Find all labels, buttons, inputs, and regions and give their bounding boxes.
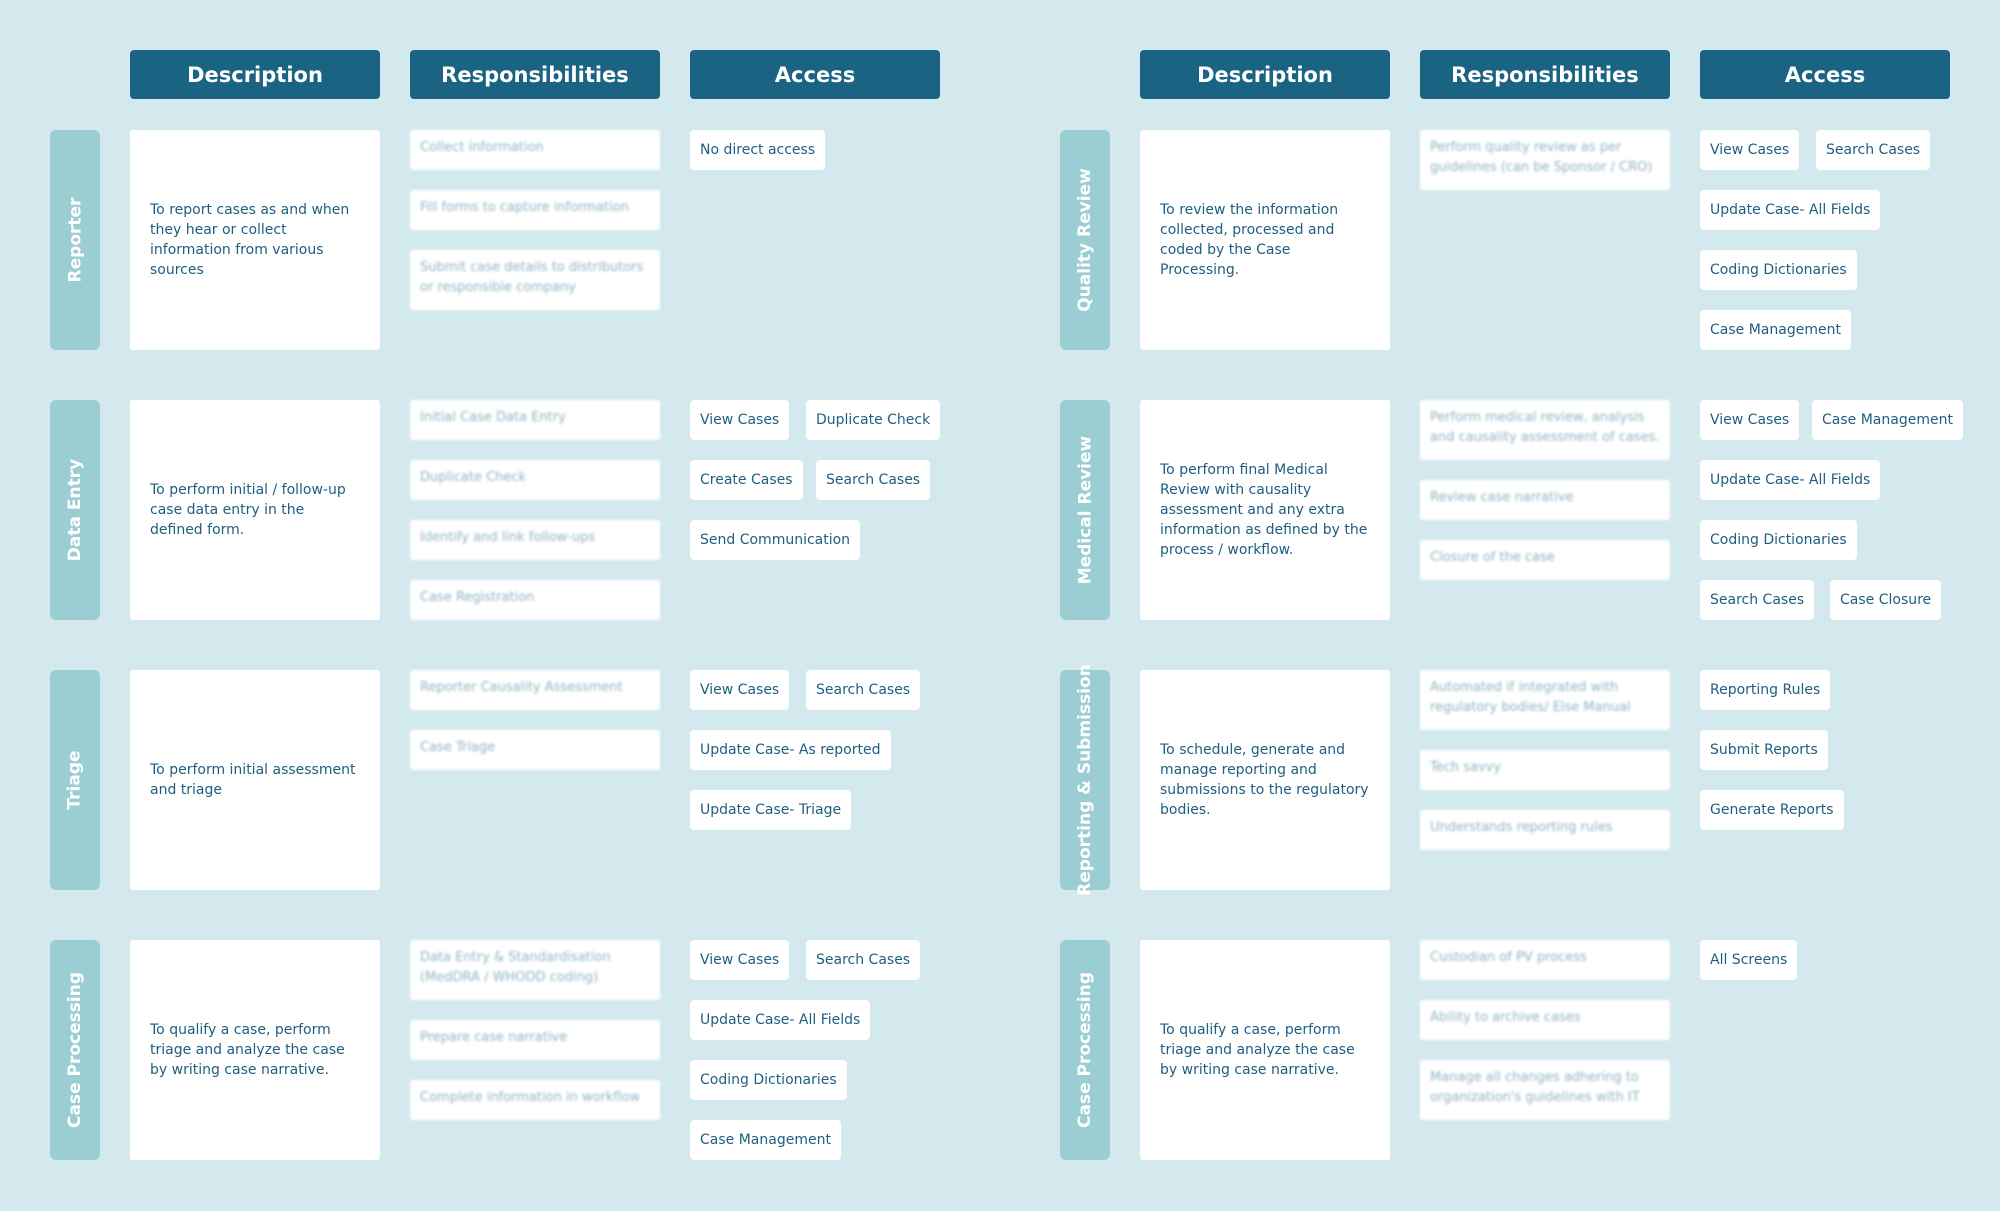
column-header-description: Description [130,50,380,99]
access-tag: Search Cases [816,460,931,500]
access-tag: Search Cases [806,940,921,980]
responsibility-item: Submit case details to distributors or r… [410,250,660,310]
access-tag: Submit Reports [1700,730,1828,770]
responsibility-item: Duplicate Check [410,460,660,500]
responsibility-item: Case Triage [410,730,660,770]
access-tag: Duplicate Check [806,400,941,440]
role-description: To review the information collected, pro… [1140,130,1390,350]
column-header-responsibilities: Responsibilities [410,50,660,99]
access-tag: Search Cases [1700,580,1815,620]
access-tag: Case Management [690,1120,841,1160]
responsibility-item: Ability to archive cases [1420,1000,1670,1040]
access-tag: Reporting Rules [1700,670,1831,710]
responsibility-item: Closure of the case [1420,540,1670,580]
access-tag: Update Case- All Fields [1700,190,1881,230]
responsibility-item: Fill forms to capture information [410,190,660,230]
responsibility-item: Automated if integrated with regulatory … [1420,670,1670,730]
role-description: To perform initial assessment and triage [130,670,380,890]
access-tag: Search Cases [1816,130,1931,170]
role-description: To schedule, generate and manage reporti… [1140,670,1390,890]
access-tag: Case Management [1812,400,1963,440]
responsibility-item: Manage all changes adhering to organizat… [1420,1060,1670,1120]
access-tag: Case Closure [1830,580,1942,620]
role-label: Data Entry [50,400,100,620]
responsibility-item: Perform medical review, analysis and cau… [1420,400,1670,460]
access-tag: Update Case- All Fields [690,1000,871,1040]
role-label: Case Processing [50,940,100,1160]
responsibility-item: Review case narrative [1420,480,1670,520]
access-tag: Coding Dictionaries [690,1060,847,1100]
role-label: Medical Review [1060,400,1110,620]
column-header-access: Access [690,50,940,99]
responsibility-item: Perform quality review as per guidelines… [1420,130,1670,190]
access-tag: All Screens [1700,940,1798,980]
access-tag: View Cases [690,670,790,710]
column-header-access: Access [1700,50,1950,99]
access-tag: Search Cases [806,670,921,710]
responsibility-item: Complete information in workflow [410,1080,660,1120]
responsibility-item: Prepare case narrative [410,1020,660,1060]
access-tag: Create Cases [690,460,803,500]
role-label: Case Processing [1060,940,1110,1160]
access-tag: Coding Dictionaries [1700,250,1857,290]
access-tag: Update Case- Triage [690,790,852,830]
role-description: To perform initial / follow-up case data… [130,400,380,620]
responsibility-item: Identify and link follow-ups [410,520,660,560]
role-description: To report cases as and when they hear or… [130,130,380,350]
access-tag: Send Communication [690,520,861,560]
access-tag: Generate Reports [1700,790,1844,830]
responsibility-item: Collect information [410,130,660,170]
responsibility-item: Understands reporting rules [1420,810,1670,850]
role-label: Reporter [50,130,100,350]
role-description: To perform final Medical Review with cau… [1140,400,1390,620]
access-tag: View Cases [690,400,790,440]
role-label: Reporting & Submission [1060,664,1110,896]
access-tag: View Cases [690,940,790,980]
column-header-description: Description [1140,50,1390,99]
role-description: To qualify a case, perform triage and an… [1140,940,1390,1160]
role-description: To qualify a case, perform triage and an… [130,940,380,1160]
access-tag: Case Management [1700,310,1851,350]
access-tag: View Cases [1700,130,1800,170]
access-tag: Update Case- As reported [690,730,891,770]
responsibility-item: Case Registration [410,580,660,620]
responsibility-item: Custodian of PV process [1420,940,1670,980]
access-tag: Update Case- All Fields [1700,460,1881,500]
role-label: Quality Review [1060,130,1110,350]
access-tag: No direct access [690,130,826,170]
responsibility-item: Reporter Causality Assessment [410,670,660,710]
access-tag: Coding Dictionaries [1700,520,1857,560]
responsibility-item: Initial Case Data Entry [410,400,660,440]
role-label: Triage [50,670,100,890]
responsibility-item: Data Entry & Standardisation (MedDRA / W… [410,940,660,1000]
access-tag: View Cases [1700,400,1800,440]
column-header-responsibilities: Responsibilities [1420,50,1670,99]
responsibility-item: Tech savvy [1420,750,1670,790]
